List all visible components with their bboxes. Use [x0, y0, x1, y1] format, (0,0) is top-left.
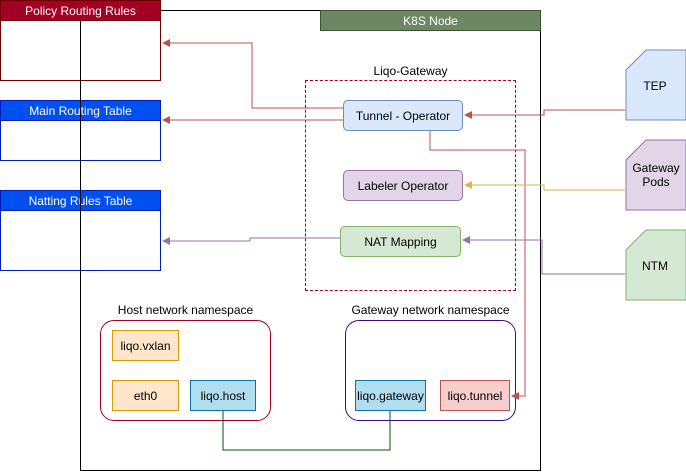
- gateway-namespace-label: Gateway network namespace: [351, 303, 510, 317]
- gateway-pods-label: Gateway Pods: [632, 161, 680, 189]
- ntm-resource: [625, 229, 686, 301]
- host-namespace: [100, 320, 271, 421]
- tep-resource: [625, 49, 686, 121]
- liqo-vxlan-interface: liqo.vxlan: [112, 330, 179, 361]
- liqo-host-interface: liqo.host: [190, 380, 256, 411]
- nat-to-natting-arrow: [162, 237, 340, 245]
- pods-to-labeler-arrow: [464, 181, 625, 191]
- tunnel-to-policy-arrow: [162, 39, 343, 109]
- eth0-interface: eth0: [112, 380, 179, 411]
- policy-routing-rules-header: Policy Routing Rules: [0, 0, 161, 21]
- nat-mapping: NAT Mapping: [340, 226, 461, 257]
- gateway-namespace: [345, 320, 516, 421]
- k8s-node-left-edge: [80, 21, 81, 271]
- ntm-label: NTM: [642, 259, 668, 273]
- labeler-operator: Labeler Operator: [343, 170, 463, 201]
- gateway-pods-resource: [625, 139, 686, 211]
- liqo-tunnel-interface: liqo.tunnel: [440, 380, 510, 411]
- tep-label: TEP: [643, 79, 666, 93]
- tunnel-to-liqo-tunnel-arrow: [429, 131, 526, 400]
- k8s-node-header: K8S Node: [320, 10, 541, 31]
- liqo-gateway-interface: liqo.gateway: [355, 380, 426, 411]
- tep-to-tunnel-arrow: [464, 109, 625, 119]
- tunnel-operator: Tunnel - Operator: [343, 100, 463, 131]
- liqo-gateway-label: Liqo-Gateway: [373, 64, 448, 78]
- ntm-to-nat-arrow: [462, 236, 625, 275]
- host-namespace-label: Host network namespace: [117, 303, 254, 317]
- veth-link: [222, 411, 391, 451]
